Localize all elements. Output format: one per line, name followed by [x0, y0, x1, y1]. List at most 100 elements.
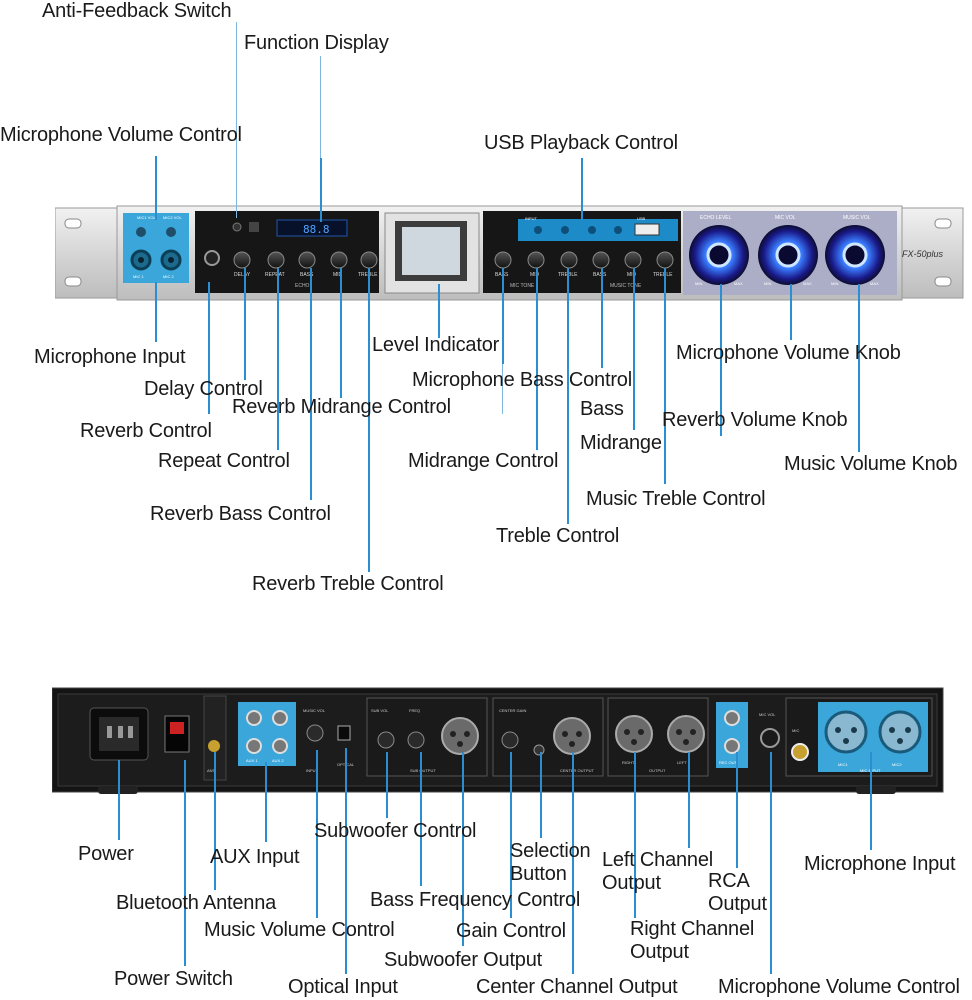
mid-tiny-2: MID — [530, 272, 540, 278]
usb-button-4[interactable] — [614, 226, 622, 234]
bluetooth-antenna[interactable] — [208, 740, 220, 752]
callout-bluetooth-antenna: Bluetooth Antenna — [116, 892, 277, 914]
delay-knob[interactable] — [233, 251, 251, 269]
leader-gain — [510, 752, 512, 918]
usb-button-1[interactable] — [534, 226, 542, 234]
callout-microphone-volume-knob: Microphone Volume Knob — [676, 342, 901, 364]
music-volume-control[interactable] — [306, 724, 324, 742]
function-display — [276, 219, 348, 237]
rca-output-left[interactable] — [724, 710, 740, 726]
max-tiny-3: MAX — [870, 281, 879, 286]
music-bass-knob[interactable] — [592, 251, 610, 269]
callout-bass: Bass — [580, 398, 624, 420]
rack-ear-right — [896, 207, 964, 299]
leader-function-display-bold — [320, 158, 322, 222]
leader-left-output — [688, 752, 690, 848]
mic-jack-quarter-inch[interactable] — [791, 743, 809, 761]
callout-right-channel-output: Right Channel Output — [630, 918, 755, 963]
callout-reverb-bass-control: Reverb Bass Control — [150, 503, 331, 525]
sub-output-tiny: SUB OUTPUT — [410, 768, 436, 773]
center-output-tiny: CENTER OUTPUT — [560, 768, 595, 773]
callout-gain-control: Gain Control — [456, 920, 566, 942]
display-digits: 88.8 — [303, 223, 330, 236]
mic2-xlr-input[interactable] — [878, 710, 922, 754]
front-panel: MIC1 VOL MIC2 VOL MIC 1 MIC 2 88.8 DELAY… — [55, 205, 964, 301]
callout-subwoofer-output: Subwoofer Output — [384, 949, 543, 971]
leader-bluetooth-antenna — [214, 752, 216, 890]
right-channel-output[interactable] — [615, 715, 653, 753]
leader-anti-feedback — [236, 22, 237, 218]
mic-bass-knob[interactable] — [494, 251, 512, 269]
leader-right-output — [634, 752, 636, 918]
treble-tiny-3: TREBLE — [653, 272, 673, 278]
bass-frequency-control[interactable] — [407, 731, 425, 749]
mic1-xlr-input[interactable] — [824, 710, 868, 754]
left-channel-output[interactable] — [667, 715, 705, 753]
callout-reverb-midrange-control: Reverb Midrange Control — [232, 396, 451, 418]
callout-optical-input: Optical Input — [288, 976, 398, 998]
reverb-bass-knob[interactable] — [298, 251, 316, 269]
music-treble-knob[interactable] — [656, 251, 674, 269]
mid-tiny: MID — [333, 272, 343, 278]
max-tiny-2: MAX — [803, 281, 812, 286]
leader-reverb-treble — [368, 268, 370, 572]
output-tiny: OUTPUT — [649, 768, 666, 773]
back-panel: ANT AUX 1 AUX 2 MUSIC VOL OPTICAL INPUT … — [52, 687, 944, 794]
aux2-left[interactable] — [272, 710, 288, 726]
callout-delay-control: Delay Control — [144, 378, 263, 400]
callout-bass-frequency-control: Bass Frequency Control — [370, 889, 581, 911]
ant-tiny: ANT — [207, 768, 216, 773]
aux1-left[interactable] — [246, 710, 262, 726]
center-output-xlr[interactable] — [553, 717, 591, 755]
usb-button-2[interactable] — [561, 226, 569, 234]
leader-mic-volume-knob — [790, 284, 792, 340]
mic1-volume-knob[interactable] — [136, 227, 146, 237]
leader-music-volume — [316, 750, 318, 918]
music-mid-knob[interactable] — [624, 251, 642, 269]
mic-treble-knob[interactable] — [560, 251, 578, 269]
mic2-tiny-back: MIC2 — [892, 762, 902, 767]
leader-level-indicator — [438, 284, 440, 338]
selection-button[interactable] — [533, 744, 545, 756]
callout-left-channel-output: Left Channel Output — [602, 849, 714, 894]
gain-control[interactable] — [501, 731, 519, 749]
callout-microphone-input: Microphone Input — [34, 346, 186, 368]
callout-power-switch: Power Switch — [114, 968, 233, 990]
reverb-mid-knob[interactable] — [330, 251, 348, 269]
callout-treble-control: Treble Control — [496, 525, 620, 547]
usb-port[interactable] — [634, 223, 660, 236]
leader-bass-frequency — [420, 752, 422, 886]
delay-tiny: DELAY — [234, 272, 251, 278]
repeat-knob[interactable] — [267, 251, 285, 269]
mic2-volume-knob[interactable] — [166, 227, 176, 237]
music-vol-tiny: MUSIC VOL — [843, 215, 871, 221]
center-gain-tiny: CENTER GAIN — [499, 708, 526, 713]
leader-mic-bass-bold — [502, 268, 504, 364]
callout-reverb-control: Reverb Control — [80, 420, 212, 442]
leader-treble — [567, 268, 569, 524]
callout-music-treble-control: Music Treble Control — [586, 488, 766, 510]
mic1-tiny-back: MIC1 — [838, 762, 848, 767]
callout-microphone-volume-control-back: Microphone Volume Control — [718, 976, 960, 998]
rca-output-right[interactable] — [724, 738, 740, 754]
subwoofer-control[interactable] — [377, 731, 395, 749]
leader-music-volume-knob — [858, 284, 860, 452]
leader-optical — [345, 748, 347, 974]
optical-input[interactable] — [337, 725, 351, 741]
subwoofer-output-xlr[interactable] — [441, 717, 479, 755]
reverb-treble-knob[interactable] — [360, 251, 378, 269]
callout-midrange: Midrange — [580, 432, 662, 454]
mic-mid-knob[interactable] — [527, 251, 545, 269]
aux1-right[interactable] — [246, 738, 262, 754]
leader-music-mid — [633, 268, 635, 430]
callout-function-display: Function Display — [244, 32, 389, 54]
callout-subwoofer-control: Subwoofer Control — [314, 820, 477, 842]
usb-button-3[interactable] — [588, 226, 596, 234]
callout-repeat-control: Repeat Control — [158, 450, 290, 472]
callout-selection-button: Selection Button — [510, 840, 591, 885]
aux2-right[interactable] — [272, 738, 288, 754]
anti-feedback-switch[interactable] — [232, 222, 242, 232]
mic-volume-control-back[interactable] — [760, 728, 780, 748]
callout-level-indicator: Level Indicator — [372, 334, 500, 356]
leader-function-display — [320, 56, 321, 218]
